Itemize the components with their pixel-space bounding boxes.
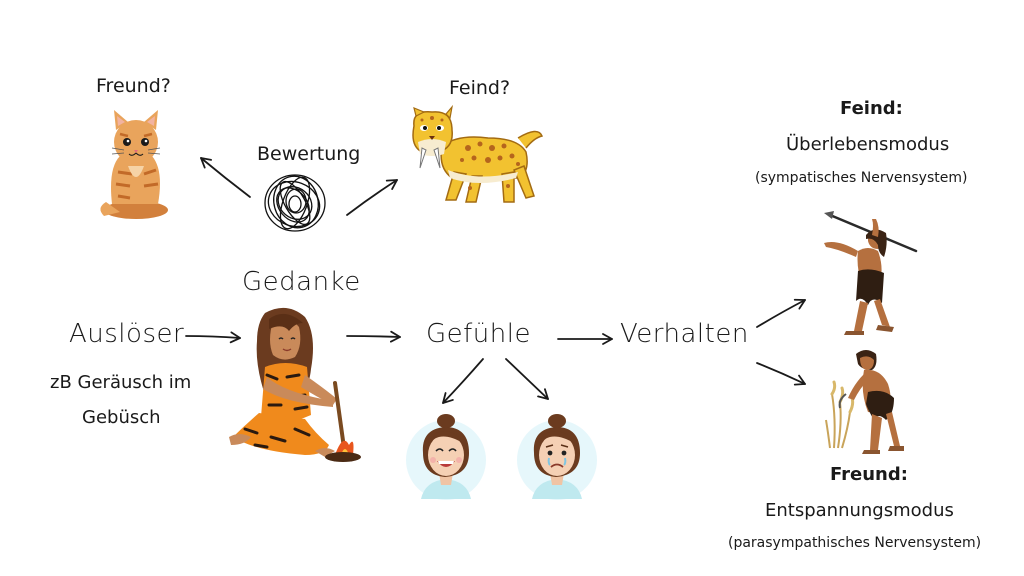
happy-woman-icon bbox=[406, 414, 486, 500]
behavior-label: Verhalten bbox=[620, 319, 749, 349]
friend-system: (parasympathisches Nervensystem) bbox=[728, 535, 982, 551]
enemy-question-label: Feind? bbox=[449, 77, 511, 99]
enemy-mode: Überlebensmodus bbox=[786, 134, 950, 155]
sabertooth-tiger-icon bbox=[412, 104, 544, 203]
evaluation-label: Bewertung bbox=[257, 143, 361, 165]
thought-label: Gedanke bbox=[242, 267, 361, 297]
trigger-label: Auslöser bbox=[69, 319, 185, 349]
friend-mode: Entspannungsmodus bbox=[765, 500, 954, 521]
friend-heading: Freund: bbox=[830, 464, 908, 485]
trigger-example-line2: Gebüsch bbox=[82, 407, 161, 428]
friend-question-label: Freund? bbox=[96, 75, 171, 97]
arrow-behavior-to-gatherer bbox=[756, 362, 806, 386]
feelings-label: Gefühle bbox=[426, 319, 531, 349]
arrow-scribble-to-tiger bbox=[346, 179, 398, 216]
arrow-behavior-to-hunter bbox=[756, 298, 806, 328]
enemy-heading: Feind: bbox=[840, 98, 903, 119]
thought-scribble-icon bbox=[264, 174, 326, 232]
trigger-example-line1: zB Geräusch im bbox=[50, 372, 192, 393]
arrow-scribble-to-cat bbox=[200, 157, 251, 198]
arrow-feelings-to-happy bbox=[442, 358, 484, 404]
enemy-system: (sympatisches Nervensystem) bbox=[755, 170, 968, 186]
arrow-feelings-to-sad bbox=[505, 358, 549, 400]
cat-icon bbox=[100, 110, 168, 219]
caveman-spear-icon bbox=[824, 211, 918, 335]
caveman-gathering-icon bbox=[825, 350, 904, 454]
sad-woman-icon bbox=[517, 414, 597, 500]
cavewoman-fire-icon bbox=[229, 307, 361, 462]
